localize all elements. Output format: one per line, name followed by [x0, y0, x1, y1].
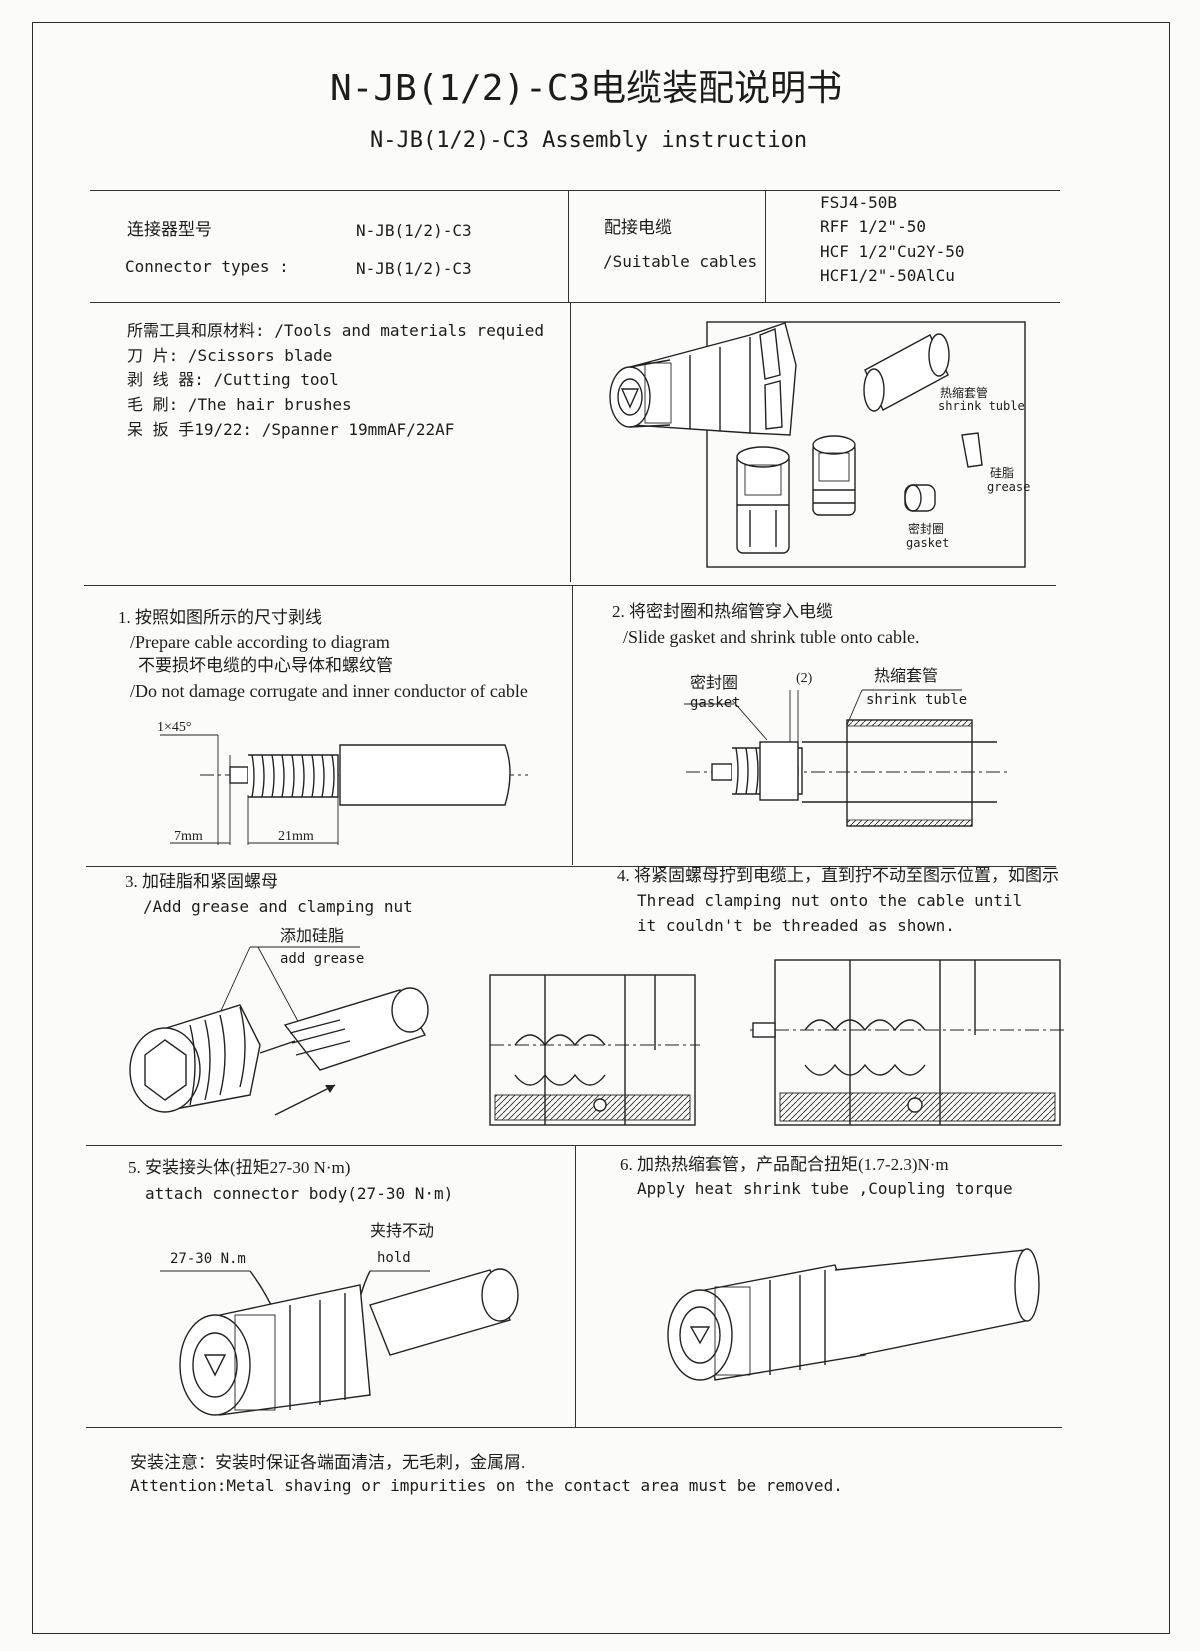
tool-item: 毛 刷: /The hair brushes [127, 395, 352, 414]
step1-text: /Prepare cable according to diagram [130, 632, 390, 652]
step3-grease-cn: 添加硅脂 [280, 926, 345, 945]
step5-hold-cn: 夹持不动 [370, 1221, 435, 1240]
clamping-nut-icon [736, 446, 790, 554]
connector-value: N-JB(1/2)-C3 [356, 221, 472, 240]
table-divider [568, 190, 569, 302]
step5-torque: 27-30 N.m [170, 1251, 246, 1267]
step2-shrink-cn: 热缩套管 [874, 666, 939, 685]
step6-title: 6. 加热热缩套管，产品配合扭矩(1.7-2.3)N·m [620, 1155, 949, 1174]
table-divider [765, 190, 766, 302]
step1-title: 1. 按照如图所示的尺寸剥线 [118, 608, 322, 627]
shrink-tube-icon [863, 333, 950, 412]
connector-body-icon [129, 1004, 261, 1113]
shrink-tube-label-en: shrink tuble [938, 399, 1025, 413]
step2-gasket-en: gasket [690, 695, 741, 711]
step1-text: 不要损坏电缆的中心导体和螺纹管 [138, 656, 393, 675]
step2-title: 2. 将密封圈和热缩管穿入电缆 [612, 602, 833, 621]
table-rule [90, 302, 1060, 303]
section-divider [575, 1145, 576, 1427]
section-divider [572, 585, 573, 865]
tool-item: 刀 片: /Scissors blade [127, 346, 333, 365]
cables-label-cn: 配接电缆 [604, 218, 672, 238]
step3-grease-en: add grease [280, 951, 365, 967]
grease-label-cn: 硅脂 [990, 466, 1015, 480]
section-view-right [750, 959, 1065, 1126]
section-rule [84, 585, 1056, 586]
step5-hold-en: hold [377, 1250, 411, 1266]
step6-illustration [667, 1248, 1040, 1381]
step4-text: it couldn't be threaded as shown. [637, 916, 955, 935]
cable-item: FSJ4-50B [820, 193, 898, 212]
step2-shrink-en: shrink tuble [866, 692, 968, 708]
cables-label-en: /Suitable cables [603, 252, 758, 271]
step3-illustration [129, 946, 429, 1116]
section-rule [86, 1427, 1062, 1428]
step2-text: /Slide gasket and shrink tuble onto cabl… [623, 627, 920, 647]
connector-value: N-JB(1/2)-C3 [356, 259, 472, 278]
step1-text: /Do not damage corrugate and inner condu… [130, 681, 528, 701]
attention-cn: 安装注意：安装时保证各端面清洁，无毛刺，金属屑. [130, 1453, 526, 1472]
grease-label-en: grease [987, 480, 1031, 494]
parts-box [706, 321, 1026, 568]
step4-section-diagrams [489, 959, 1065, 1126]
page-frame [32, 22, 1170, 1634]
dim-chamfer: 1×45° [157, 720, 192, 735]
step2-gasket-cn: 密封圈 [690, 673, 739, 692]
grease-icon [961, 432, 983, 468]
section-divider [570, 302, 571, 582]
cable-item: HCF 1/2"Cu2Y-50 [820, 242, 965, 261]
finished-assembly-icon [667, 1248, 1040, 1381]
gasket-label-cn: 密封圈 [908, 522, 945, 536]
connector-body-icon [812, 435, 856, 516]
section-rule [86, 866, 1056, 867]
tool-item: 剥 线 器: /Cutting tool [127, 370, 339, 389]
table-top-rule [90, 190, 1060, 191]
step2-cable-diagram [684, 689, 1007, 827]
doc-title: N-JB(1/2)-C3电缆装配说明书 [330, 68, 843, 109]
step5-illustration [160, 1268, 519, 1416]
gasket-icon [904, 484, 936, 512]
tools-heading: 所需工具和原材料: /Tools and materials requied [127, 321, 544, 340]
step4-text: Thread clamping nut onto the cable until [637, 891, 1023, 910]
step1-cable-diagram [160, 734, 528, 845]
cable-item: RFF 1/2"-50 [820, 217, 926, 236]
connector-label-cn: 连接器型号 [127, 220, 212, 240]
step5-title: 5. 安装接头体(扭矩27-30 N·m) [128, 1158, 351, 1177]
shrink-tube-label-cn: 热缩套管 [940, 386, 989, 400]
step2-gap: (2) [796, 671, 813, 686]
step5-text: attach connector body(27-30 N·m) [145, 1184, 454, 1203]
step6-text: Apply heat shrink tube ,Coupling torque [637, 1179, 1013, 1198]
gasket-label-en: gasket [906, 536, 950, 550]
assembled-connector-icon [609, 322, 797, 436]
tool-item: 呆 扳 手19/22: /Spanner 19mmAF/22AF [127, 420, 455, 439]
step3-title: 3. 加硅脂和紧固螺母 [125, 872, 278, 891]
dim-7mm: 7mm [174, 829, 203, 844]
connector-assembly-icon [179, 1268, 519, 1416]
section-rule [86, 1145, 1062, 1146]
dim-21mm: 21mm [278, 829, 314, 844]
step3-text: /Add grease and clamping nut [143, 897, 413, 916]
cable-icon [259, 987, 429, 1071]
attention-en: Attention:Metal shaving or impurities on… [130, 1476, 843, 1495]
parts-illustration [609, 321, 1026, 568]
section-view-left [489, 974, 700, 1126]
doc-subtitle: N-JB(1/2)-C3 Assembly instruction [370, 128, 808, 153]
step4-title: 4. 将紧固螺母拧到电缆上，直到拧不动至图示位置，如图示 [617, 866, 1059, 885]
cable-item: HCF1/2"-50AlCu [820, 266, 955, 285]
connector-label-en: Connector types : [125, 257, 289, 276]
